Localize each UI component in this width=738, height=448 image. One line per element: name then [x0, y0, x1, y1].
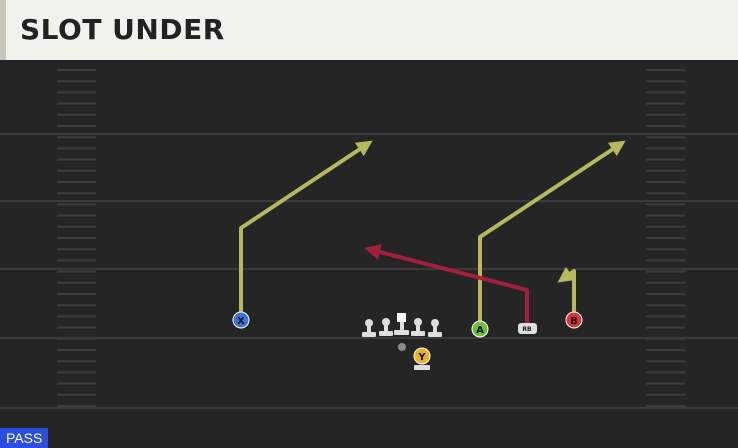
player-b-label: B — [570, 316, 578, 327]
hash-marks-right — [646, 69, 685, 407]
player-x-label: X — [237, 316, 245, 327]
route-rb — [364, 244, 529, 324]
player-a-label: A — [476, 325, 484, 336]
player-rb-label: RB — [522, 326, 532, 333]
yard-lines — [0, 133, 738, 409]
center-icon — [394, 313, 409, 335]
player-y[interactable]: Y — [413, 347, 431, 370]
lineman-icon — [411, 318, 425, 336]
player-y-label: Y — [417, 352, 426, 363]
quarterback-marker — [398, 343, 406, 351]
route-b — [557, 266, 576, 318]
title-bar: SLOT UNDER — [0, 0, 738, 60]
lineman-icon — [362, 319, 376, 337]
lineman-icon — [428, 319, 442, 337]
player-a[interactable]: A — [471, 320, 489, 338]
route-x — [239, 140, 373, 319]
play-type-badge: PASS — [0, 428, 49, 448]
page-title: SLOT UNDER — [20, 13, 225, 46]
player-x[interactable]: X — [232, 311, 250, 329]
route-a — [478, 140, 626, 328]
lineman-icon — [379, 318, 393, 336]
player-b[interactable]: B — [565, 311, 583, 329]
player-rb[interactable]: RB — [518, 323, 537, 334]
hash-marks-left — [57, 69, 96, 407]
offensive-line — [362, 313, 442, 337]
routes — [239, 140, 626, 328]
